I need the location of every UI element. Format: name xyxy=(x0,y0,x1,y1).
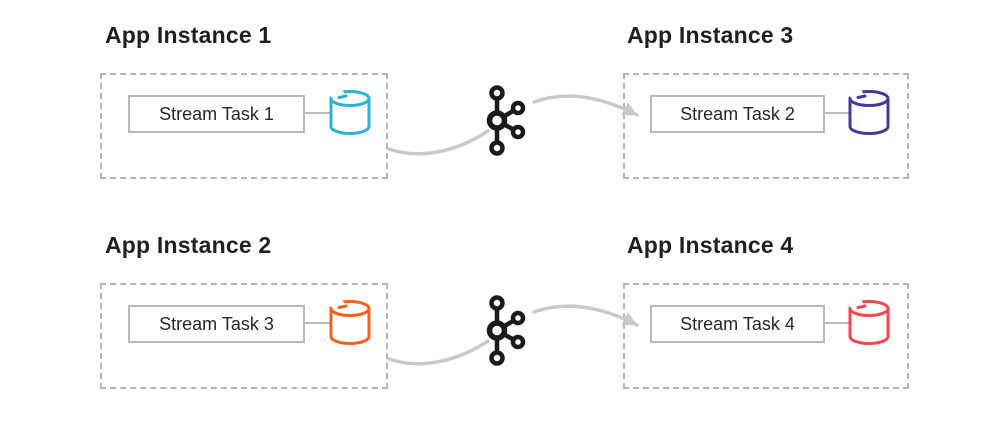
app-instance-2-boundary xyxy=(100,283,388,389)
stream-task-1-label: Stream Task 1 xyxy=(159,103,274,124)
task3-store-connector xyxy=(303,322,331,324)
stream-task-2-box: Stream Task 2 xyxy=(650,95,825,133)
app-instance-3-boundary xyxy=(623,73,909,179)
kafka-logo-icon-top xyxy=(486,85,526,156)
task4-store-connector xyxy=(823,322,850,324)
kafka-logo-icon-bottom xyxy=(486,295,526,366)
stream-task-3-label: Stream Task 3 xyxy=(159,313,274,334)
stream-task-4-box: Stream Task 4 xyxy=(650,305,825,343)
app-instance-4-title: App Instance 4 xyxy=(627,232,794,258)
state-store-3-database-cylinder-icon xyxy=(329,300,371,345)
state-store-1-database-cylinder-icon xyxy=(329,90,371,135)
arrow-task1-to-kafka xyxy=(387,129,490,156)
app-instance-4-boundary xyxy=(623,283,909,389)
stream-task-1-box: Stream Task 1 xyxy=(128,95,305,133)
app-instance-2-title: App Instance 2 xyxy=(105,232,272,258)
stream-task-3-box: Stream Task 3 xyxy=(128,305,305,343)
arrow-kafka-to-task4 xyxy=(532,304,639,327)
arrow-task3-to-kafka xyxy=(387,339,490,366)
task1-store-connector xyxy=(303,112,331,114)
stream-task-2-label: Stream Task 2 xyxy=(680,103,795,124)
app-instance-3-title: App Instance 3 xyxy=(627,22,794,48)
app-instance-1-title: App Instance 1 xyxy=(105,22,272,48)
flow-arrows xyxy=(387,94,639,366)
arrow-kafka-to-task2 xyxy=(532,94,639,117)
stream-task-4-label: Stream Task 4 xyxy=(680,313,795,334)
app-instance-1-boundary xyxy=(100,73,388,179)
state-store-4-database-cylinder-icon xyxy=(848,300,890,345)
task2-store-connector xyxy=(823,112,850,114)
state-store-2-database-cylinder-icon xyxy=(848,90,890,135)
